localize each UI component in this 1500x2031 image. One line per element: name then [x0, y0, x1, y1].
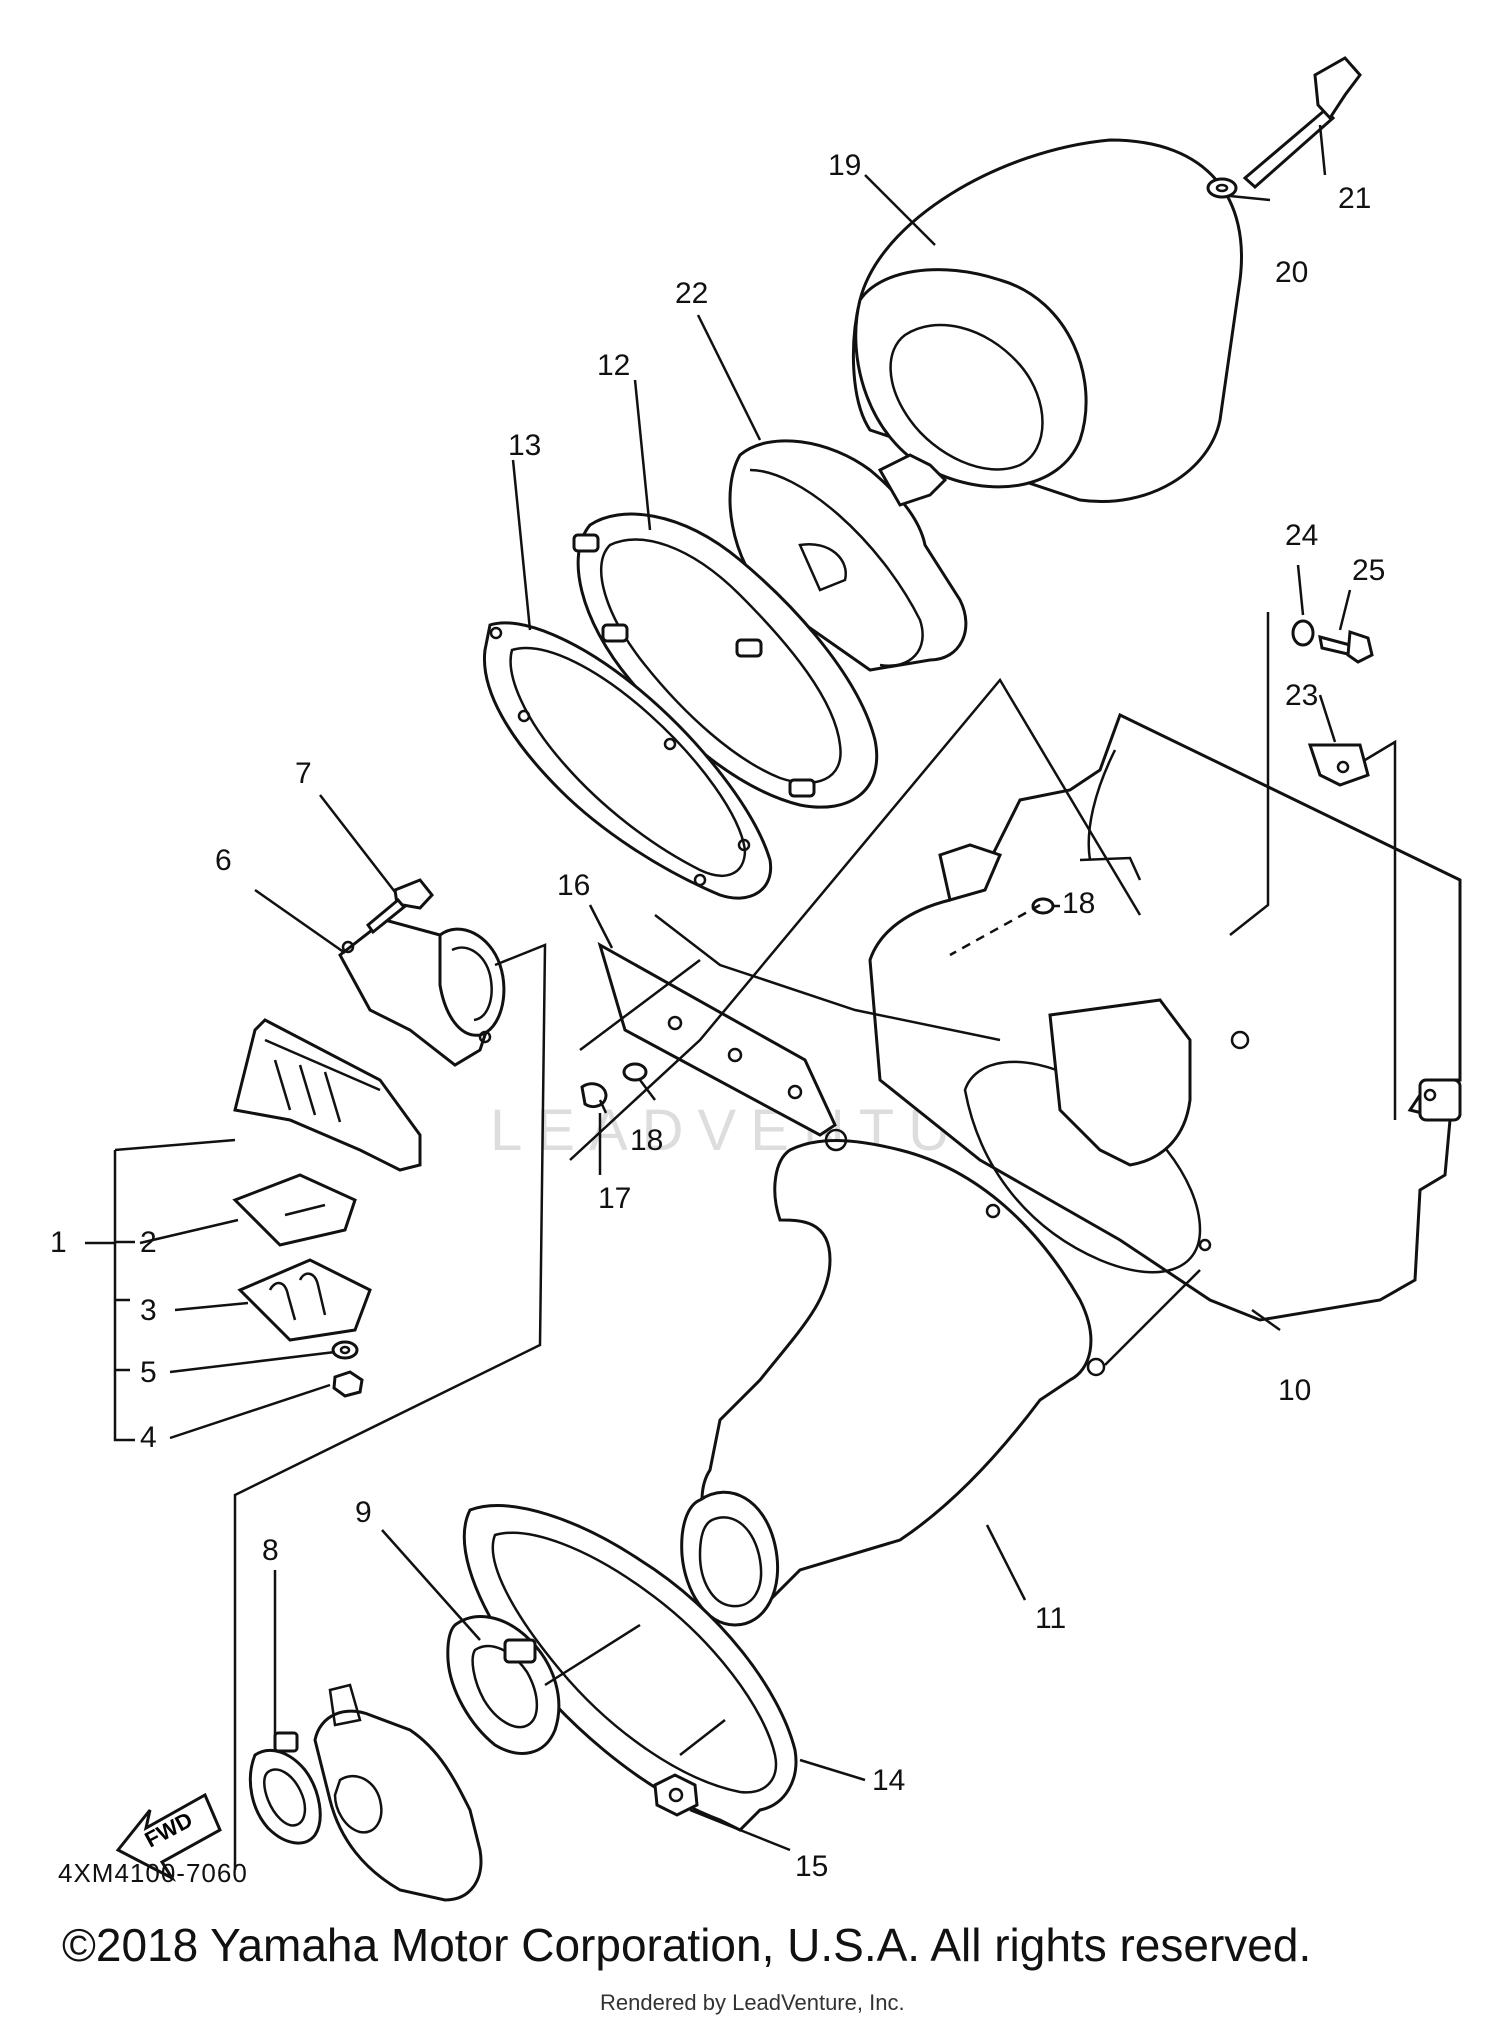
callout-16: 16	[557, 869, 590, 902]
reed-petal	[237, 1258, 372, 1342]
fwd-arrow: FWD	[115, 1792, 222, 1882]
callout-7: 7	[295, 757, 312, 790]
gasket-ring-with-studs	[572, 512, 879, 809]
callout-20: 20	[1275, 256, 1308, 289]
gasket-plate	[482, 621, 773, 900]
bolt-21	[1242, 56, 1362, 190]
callout-1: 1	[50, 1226, 67, 1259]
bracket-23	[1307, 743, 1370, 787]
callout-6: 6	[215, 844, 232, 877]
callout-18-upper: 18	[1062, 887, 1095, 920]
hose-clamp-9	[446, 1615, 561, 1755]
carburetor	[313, 1683, 483, 1902]
washer-24	[1291, 619, 1315, 647]
callout-8: 8	[262, 1534, 279, 1567]
callout-23: 23	[1285, 679, 1318, 712]
callout-19: 19	[828, 149, 861, 182]
intake-manifold	[338, 918, 506, 1067]
callout-numbers: 1 2 3 4 5 6 7 8 9 10 11 12 13 14 15 16 1…	[50, 149, 1385, 1883]
callout-2: 2	[140, 1226, 157, 1259]
screw-4	[332, 1370, 364, 1398]
callout-25: 25	[1352, 554, 1385, 587]
rivet-17	[580, 1082, 608, 1114]
washer-5	[331, 1340, 359, 1360]
washer-20	[1206, 177, 1238, 199]
callout-11: 11	[1035, 1602, 1066, 1635]
air-filter-element	[851, 138, 1243, 503]
callout-24: 24	[1285, 519, 1318, 552]
copyright-notice: ©2018 Yamaha Motor Corporation, U.S.A. A…	[62, 1919, 1312, 1971]
reference-lines	[85, 124, 1397, 1870]
washer-18-lower	[622, 1062, 648, 1082]
intake-duct	[680, 1128, 1106, 1627]
hose-clamp-8	[248, 1731, 322, 1845]
callout-9: 9	[355, 1496, 372, 1529]
callout-17: 17	[598, 1182, 631, 1215]
nut	[653, 1773, 699, 1817]
callout-10: 10	[1278, 1374, 1311, 1407]
callout-4: 4	[140, 1421, 157, 1454]
callout-12: 12	[597, 349, 630, 382]
bolt-25	[1318, 629, 1374, 664]
bolt-7	[365, 878, 434, 935]
reed-valve-assembly	[233, 1018, 422, 1172]
diagram-code: 4XM4100-7060	[58, 1858, 248, 1888]
rendered-by-notice: Rendered by LeadVenture, Inc.	[600, 1990, 905, 2015]
callout-15: 15	[795, 1850, 828, 1883]
callout-13: 13	[508, 429, 541, 462]
callout-18-lower: 18	[630, 1124, 663, 1157]
callout-3: 3	[140, 1294, 157, 1327]
callout-5: 5	[140, 1356, 157, 1389]
callout-14: 14	[872, 1764, 905, 1797]
air-box-case	[868, 712, 1462, 1322]
reed-stopper	[232, 1173, 357, 1247]
callout-22: 22	[675, 277, 708, 310]
callout-21: 21	[1338, 182, 1371, 215]
